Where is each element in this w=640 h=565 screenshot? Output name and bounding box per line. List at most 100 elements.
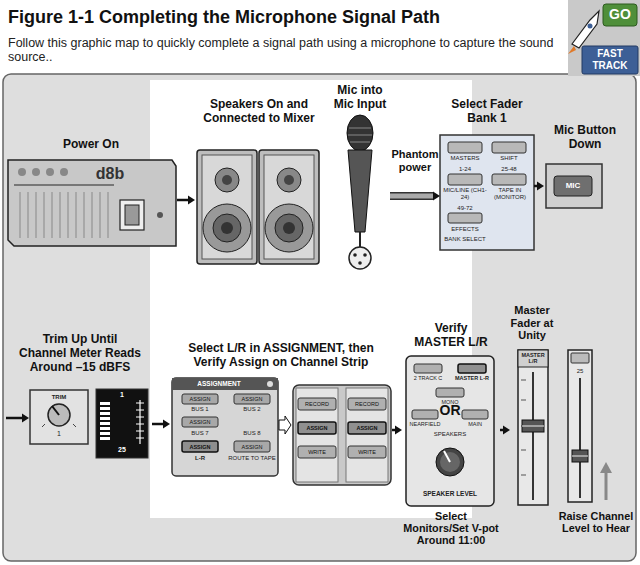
panel-label: BUS 2 [234, 406, 270, 413]
step-heading: Power On [5, 138, 177, 152]
step-panel: Master Fader at Unity [510, 304, 554, 506]
master-fader-part [522, 426, 544, 427]
panel-label: 49-72 [445, 205, 485, 212]
channel-fader-part [579, 378, 581, 498]
arrow-head [163, 420, 170, 429]
text-slot: GO [603, 6, 637, 22]
arrow-line [152, 423, 163, 426]
channel-meter-part [96, 389, 148, 458]
monitor-panel [406, 356, 494, 506]
mixer-illustration-part [14, 184, 114, 186]
mixer-illustration [8, 160, 176, 246]
arrow-line [392, 429, 395, 432]
text-slot: MASTER L/R [518, 352, 548, 365]
panel-label: L-R [182, 455, 218, 462]
fader-bank-panel-part [448, 142, 482, 153]
text-slot: L-R [182, 455, 218, 462]
channel-strip-part [348, 422, 386, 434]
panel-label: 25 [112, 446, 132, 454]
channel-meter-part [100, 437, 110, 440]
signal-arrow [392, 426, 402, 435]
microphone-illustration-part [347, 115, 373, 151]
panel-label: FAST TRACK [582, 48, 638, 71]
figure-caption: Follow this graphic map to quickly compl… [8, 36, 563, 65]
channel-meter-part [100, 407, 110, 410]
text-slot: EFFECTS [445, 226, 485, 233]
panel-label: 1 [112, 391, 132, 399]
text-slot: FAST TRACK [582, 48, 638, 71]
text-slot: MASTERS [445, 155, 485, 162]
text-slot: Phantom power [391, 148, 439, 173]
panel-label: ASSIGN [182, 419, 218, 425]
channel-fader-part [572, 456, 588, 457]
panel-label: ASSIGN [234, 444, 270, 450]
text-slot: d8b [80, 165, 140, 183]
microphone-illustration-part [348, 150, 372, 232]
panel-label: WRITE [298, 449, 336, 455]
panel-label: MASTER L-R [452, 375, 492, 381]
microphone-illustration-part [353, 253, 357, 257]
channel-strip-part [296, 388, 338, 482]
channel-fader-part [571, 353, 589, 363]
mixer-illustration-part [20, 192, 108, 238]
microphone-illustration-part [359, 232, 361, 247]
panel-label: MASTERS [445, 155, 485, 162]
speaker-illustration-part [264, 155, 314, 259]
channel-meter [96, 389, 148, 458]
channel-strip-part [348, 446, 386, 458]
assignment-panel [172, 378, 291, 476]
text-slot: ASSIGN [182, 419, 218, 425]
signal-arrow [534, 182, 544, 191]
step-panel: Speakers On and Connected to Mixer [195, 98, 323, 268]
step-heading: Mic Button Down [544, 124, 626, 152]
channel-strip-part [298, 398, 336, 410]
mixer-illustration-part [120, 200, 144, 230]
channel-fader-part [572, 450, 588, 462]
channel-fader [568, 350, 612, 502]
panel-label: TAPE IN (MONITOR) [487, 187, 533, 201]
panel-label: 1-24 [445, 166, 485, 173]
master-fader-part [518, 350, 548, 505]
text-slot: TAPE IN (MONITOR) [487, 187, 533, 201]
panel-label: BANK SELECT [443, 236, 487, 243]
text-slot: SHIFT [489, 155, 529, 162]
panel-label: RECORD [298, 401, 336, 407]
speaker-illustration-part [213, 214, 241, 242]
panel-label: WRITE [348, 449, 386, 455]
assignment-panel-part [172, 378, 278, 476]
panel-label: MAIN [456, 421, 494, 427]
frame [3, 74, 636, 561]
trim-knob-part [6, 417, 23, 420]
speaker-illustration-part [197, 150, 257, 264]
arrow-head [503, 426, 510, 435]
panel-label: d8b [80, 165, 140, 183]
mic-button-panel-part [554, 176, 592, 196]
text-slot: 1-24 [445, 166, 485, 173]
arrow-head [395, 426, 402, 435]
trim-knob-part [52, 406, 59, 415]
text-slot: SPEAKERS [420, 431, 480, 438]
monitor-panel-part [440, 452, 460, 472]
text-slot: MIC/LINE (CH1-24) [443, 187, 487, 201]
channel-meter-part [100, 402, 110, 405]
text-slot: RECORD [298, 401, 336, 407]
step-heading: Select L/R in ASSIGNMENT, then Verify As… [176, 342, 386, 370]
arrow-head [537, 182, 544, 191]
panel-label: ASSIGN [182, 444, 218, 450]
text-slot: ASSIGN [234, 396, 270, 402]
channel-fader-part [568, 350, 592, 502]
assignment-panel-part [182, 417, 218, 427]
panel-label: MASTER L/R [518, 352, 548, 365]
monitor-panel-part [458, 364, 486, 373]
panel-label: BUS 1 [182, 406, 218, 413]
step-heading: Mic into Mic Input [330, 84, 390, 112]
master-fader [518, 350, 548, 505]
signal-arrow [152, 420, 170, 429]
monitor-panel-part [436, 388, 464, 397]
panel-label: BUS 7 [182, 430, 218, 437]
text-slot: OR [430, 402, 470, 418]
text-slot: ASSIGN [182, 396, 218, 402]
text-slot: 2 TRACK C [408, 375, 448, 381]
step-heading: Master Fader at Unity [510, 304, 554, 342]
channel-strip-part [298, 422, 336, 434]
